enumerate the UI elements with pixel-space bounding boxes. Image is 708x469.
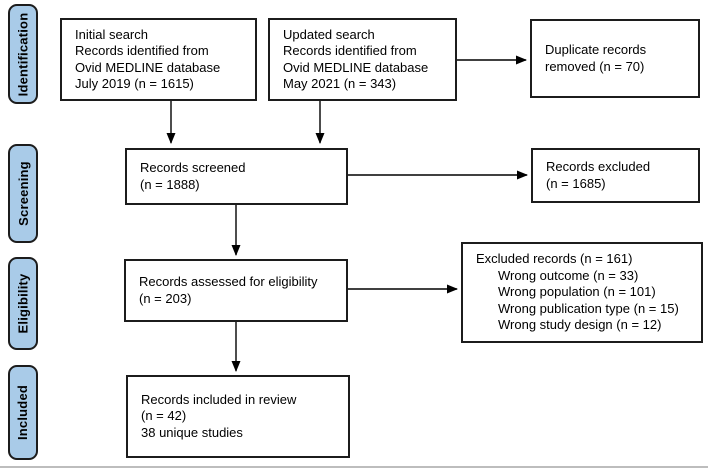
stage-label-text: Screening (15, 161, 31, 226)
box-text-line: removed (n = 70) (545, 58, 645, 74)
box-updated-search: Updated search Records identified from O… (268, 18, 457, 101)
box-records-screened: Records screened (n = 1888) (125, 148, 348, 205)
figure-bottom-rule (0, 466, 708, 468)
box-text-line: (n = 1888) (140, 176, 200, 192)
box-text-line: (n = 1685) (546, 175, 606, 191)
box-text-line: Records identified from (75, 43, 209, 58)
box-initial-search: Initial search Records identified from O… (60, 18, 257, 101)
box-excluded-records-reasons: Excluded records (n = 161) Wrong outcome… (461, 242, 703, 343)
box-text-line: Records identified from (283, 43, 417, 58)
stage-label-screening: Screening (8, 144, 38, 243)
box-text-line: Excluded records (n = 161) (476, 251, 633, 267)
box-text-line: Ovid MEDLINE database (283, 59, 429, 75)
exclusion-reason: Wrong publication type (n = 15) (498, 300, 679, 316)
box-text-line: Records assessed for eligibility (139, 274, 318, 289)
box-text-line: Updated search (283, 26, 375, 42)
stage-label-text: Identification (15, 12, 31, 96)
box-text-line: May 2021 (n = 343) (283, 76, 397, 91)
box-duplicate-records-removed: Duplicate records removed (n = 70) (530, 19, 700, 98)
exclusion-reason: Wrong study design (n = 12) (498, 317, 662, 333)
stage-label-eligibility: Eligibility (8, 257, 38, 350)
stage-label-included: Included (8, 365, 38, 460)
box-text-line: (n = 203) (139, 290, 192, 306)
box-text-line: 38 unique studies (141, 424, 243, 440)
stage-label-identification: Identification (8, 4, 38, 104)
box-text-line: Ovid MEDLINE database (75, 59, 221, 75)
box-records-excluded: Records excluded (n = 1685) (531, 148, 700, 203)
box-text-line: (n = 42) (141, 408, 187, 424)
box-records-included: Records included in review (n = 42) 38 u… (126, 375, 350, 458)
exclusion-reason: Wrong outcome (n = 33) (498, 267, 639, 283)
box-text-line: Duplicate records (545, 42, 647, 57)
stage-label-text: Eligibility (15, 273, 31, 334)
box-text-line: Initial search (75, 26, 148, 42)
exclusion-reason: Wrong population (n = 101) (498, 284, 656, 300)
box-text-line: Records screened (140, 160, 246, 175)
box-text-line: Records excluded (546, 159, 651, 174)
stage-label-text: Included (15, 384, 31, 441)
box-records-assessed: Records assessed for eligibility (n = 20… (124, 259, 348, 322)
box-text-line: Records included in review (141, 391, 297, 407)
box-text-line: July 2019 (n = 1615) (75, 76, 194, 91)
